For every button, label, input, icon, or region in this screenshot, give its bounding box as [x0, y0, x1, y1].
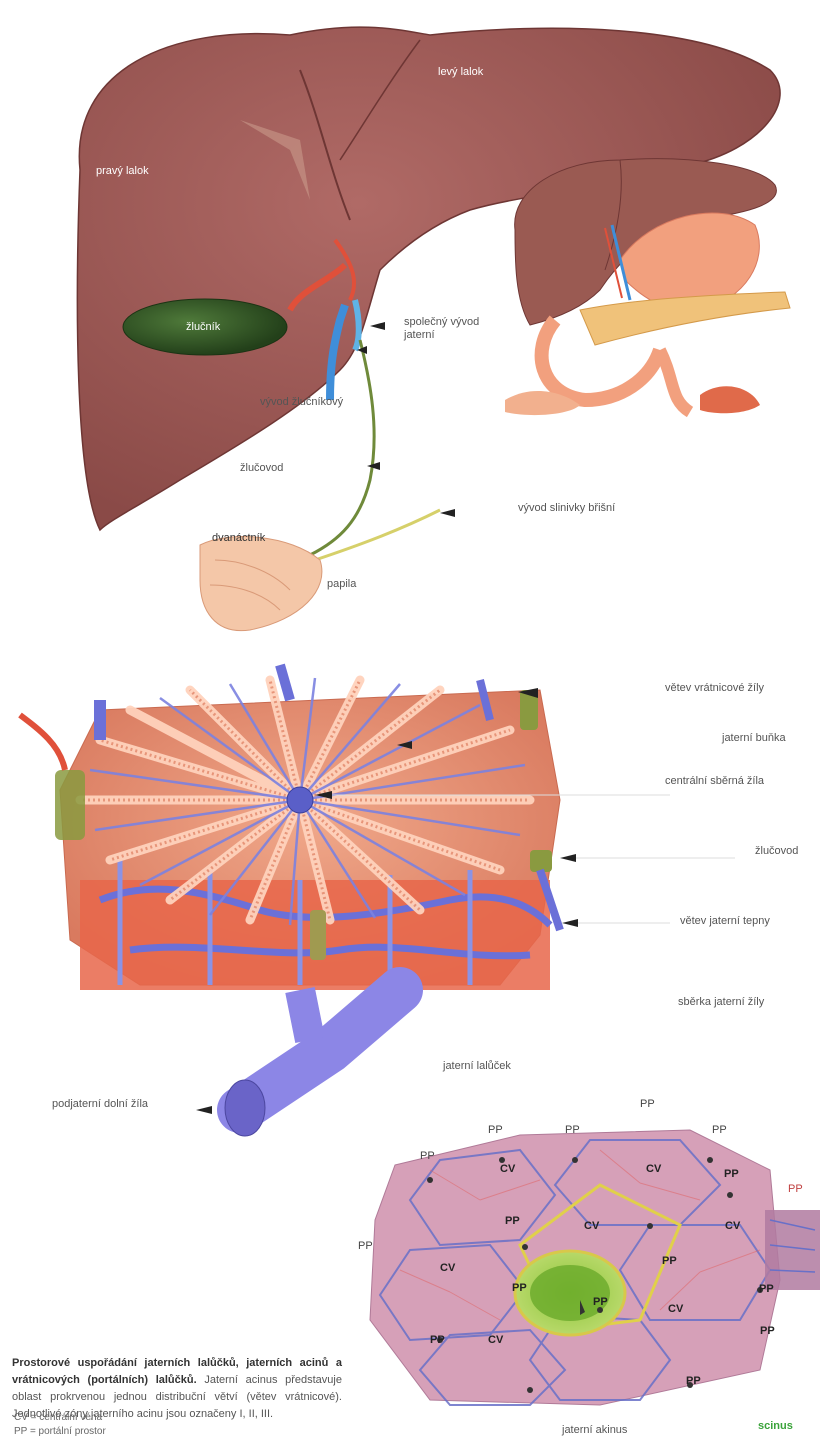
label-acinus: jaterní akinus	[562, 1424, 627, 1436]
grid-label-pp: PP	[724, 1168, 739, 1180]
label-cystic-duct: vývod žlučníkový	[260, 396, 343, 408]
label-portal-vein-branch: větev vrátnicové žíly	[665, 682, 764, 694]
grid-label-pp: PP	[488, 1124, 503, 1136]
label-bile-duct: žlučovod	[240, 462, 283, 474]
lobule-grid	[370, 1130, 820, 1405]
grid-label-cv: CV	[668, 1303, 683, 1315]
label-hepatic-artery-branch: větev jaterní tepny	[680, 915, 770, 927]
grid-label-pp: PP	[512, 1282, 527, 1294]
label-hepatic-vein-collector: sběrka jaterní žíly	[678, 996, 764, 1008]
grid-label-pp: PP	[593, 1296, 608, 1308]
label-gallbladder: žlučník	[186, 321, 220, 333]
legend-cv: CV = centrální véna	[14, 1412, 102, 1423]
credit-text: scinus	[758, 1420, 793, 1432]
label-left-lobe: levý lalok	[438, 66, 483, 78]
grid-label-pp: PP	[430, 1334, 445, 1346]
legend-pp: PP = portální prostor	[14, 1426, 106, 1437]
label-hepatocyte: jaterní buňka	[722, 732, 786, 744]
grid-label-pp: PP	[420, 1150, 435, 1162]
grid-label-pp: PP	[565, 1124, 580, 1136]
grid-label-cv: CV	[488, 1334, 503, 1346]
grid-label-pp: PP	[358, 1240, 373, 1252]
label-right-lobe: pravý lalok	[96, 165, 149, 177]
label-liver-lobule: jaterní lalůček	[443, 1060, 511, 1072]
label-common-hepatic-duct: společný vývod jaterní	[404, 316, 499, 342]
grid-label-pp: PP	[505, 1215, 520, 1227]
grid-label-pp: PP	[759, 1283, 774, 1295]
label-inferior-vena-cava: podjaterní dolní žíla	[52, 1098, 162, 1111]
duodenum	[200, 537, 322, 631]
grid-label-pp-red: PP	[788, 1183, 803, 1195]
label-duodenum: dvanáctník	[212, 532, 265, 544]
grid-label-cv: CV	[646, 1163, 661, 1175]
grid-label-pp-top: PP	[640, 1098, 655, 1110]
label-central-vein: centrální sběrná žíla	[665, 775, 764, 787]
label-pancreatic-duct: vývod slinivky břišní	[518, 502, 615, 514]
pancreatic-duct-line	[315, 510, 440, 560]
grid-label-pp: PP	[662, 1255, 677, 1267]
label-bile-ductule: žlučovod	[755, 845, 798, 857]
grid-label-pp: PP	[686, 1375, 701, 1387]
grid-label-pp: PP	[760, 1325, 775, 1337]
label-papilla: papila	[327, 578, 356, 590]
grid-label-cv: CV	[500, 1163, 515, 1175]
grid-label-cv: CV	[584, 1220, 599, 1232]
grid-label-cv: CV	[725, 1220, 740, 1232]
grid-label-cv: CV	[440, 1262, 455, 1274]
organ-overview	[505, 159, 790, 415]
grid-label-pp: PP	[712, 1124, 727, 1136]
